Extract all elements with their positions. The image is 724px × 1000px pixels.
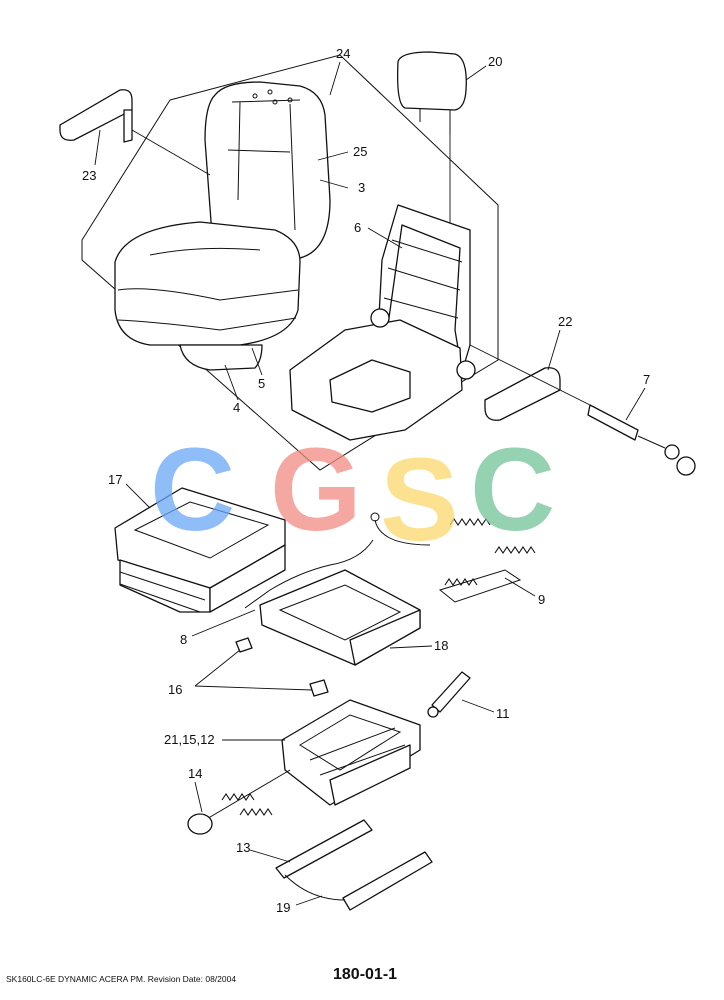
seat-back-cushion (204, 81, 331, 263)
watermark-letter-2: G (270, 424, 362, 556)
label-20: 20 (488, 54, 502, 69)
footer-model-text: SK160LC-6E DYNAMIC ACERA PM. Revision Da… (6, 974, 237, 984)
label-11: 11 (496, 706, 510, 721)
spring-set (370, 512, 536, 603)
lumbar-adjuster (469, 344, 696, 476)
armrest-right (484, 367, 561, 421)
adjust-knob (187, 769, 291, 835)
gas-spring (427, 671, 471, 718)
label-21-15-12: 21,15,12 (164, 732, 215, 747)
label-14: 14 (188, 766, 202, 781)
slide-rail-assembly (259, 569, 421, 666)
watermark: C G S C (150, 424, 555, 566)
watermark-letter-1: C (150, 424, 235, 556)
label-19: 19 (276, 900, 290, 915)
label-22: 22 (558, 314, 572, 329)
label-9: 9 (538, 592, 545, 607)
leader-lines (94, 61, 646, 906)
release-cable (244, 539, 374, 609)
label-8: 8 (180, 632, 187, 647)
slide-rails (275, 819, 433, 911)
label-17: 17 (108, 472, 122, 487)
watermark-letter-4: C (470, 424, 555, 556)
armrest-left (59, 89, 133, 143)
suspension-cover (114, 487, 286, 613)
part-labels: 24 20 23 25 3 6 22 5 4 7 17 9 8 18 16 11… (82, 46, 650, 915)
label-5: 5 (258, 376, 265, 391)
pads (235, 637, 329, 697)
label-18: 18 (434, 638, 448, 653)
label-3: 3 (358, 180, 365, 195)
seat-frame (289, 204, 476, 441)
label-7: 7 (643, 372, 650, 387)
page-code: 180-01-1 (333, 966, 398, 983)
label-16: 16 (168, 682, 182, 697)
label-6: 6 (354, 220, 361, 235)
label-23: 23 (82, 168, 96, 183)
label-24: 24 (336, 46, 350, 61)
headrest (397, 51, 467, 232)
watermark-letter-3: S (380, 434, 459, 566)
label-4: 4 (233, 400, 240, 415)
label-25: 25 (353, 144, 367, 159)
seat-cushion (114, 221, 301, 371)
suspension-mechanism (281, 699, 421, 806)
label-13: 13 (236, 840, 250, 855)
